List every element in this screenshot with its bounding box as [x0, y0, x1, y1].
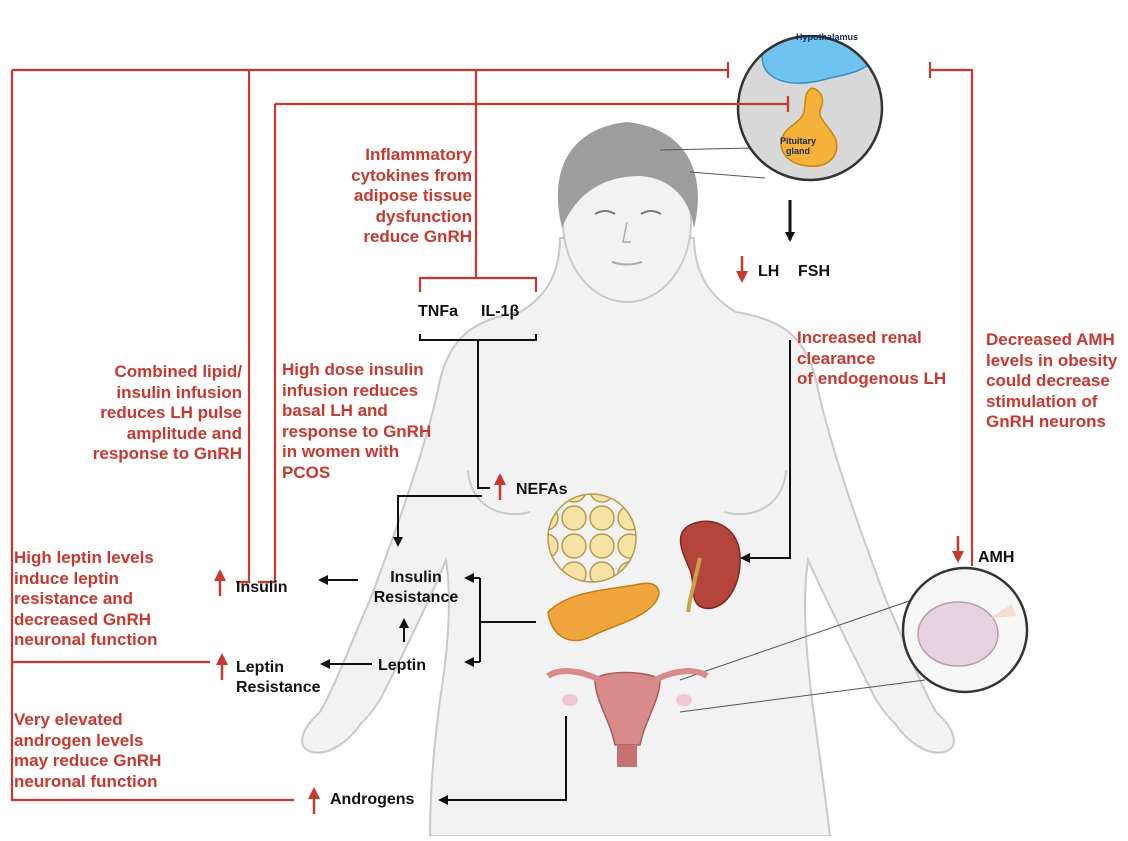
il1b-label: IL-1β — [481, 302, 519, 322]
ovary-detail — [918, 602, 998, 666]
brain-zoom — [660, 33, 890, 180]
amh-line — [930, 70, 972, 548]
leptin-resistance-label: Leptin Resistance — [236, 658, 321, 698]
lipid-insulin-note: Combined lipid/ insulin infusion reduces… — [60, 362, 242, 465]
insulin-resistance-label: Insulin Resistance — [366, 568, 466, 608]
lh-label: LH — [758, 262, 779, 282]
leptin-label: Leptin — [378, 656, 426, 676]
amh-label: AMH — [978, 548, 1014, 568]
amh-note: Decreased AMH levels in obesity could de… — [986, 330, 1126, 433]
fsh-label: FSH — [798, 262, 830, 282]
adipose-tissue — [548, 494, 636, 582]
insulin-dose-line — [258, 104, 275, 582]
nefas-label: NEFAs — [516, 480, 568, 500]
pituitary-label: Pituitary gland — [768, 136, 828, 156]
hypothalamus-label: Hypothalamus — [782, 32, 872, 42]
leptin-note: High leptin levels induce leptin resista… — [14, 548, 204, 651]
androgen-note: Very elevated androgen levels may reduce… — [14, 710, 204, 792]
cytokines-note: Inflammatory cytokines from adipose tiss… — [290, 145, 472, 248]
androgens-label: Androgens — [330, 790, 414, 810]
insulin-dose-note: High dose insulin infusion reduces basal… — [282, 360, 462, 483]
tnfa-label: TNFa — [418, 302, 458, 322]
insulin-lipid-line — [236, 70, 249, 582]
renal-note: Increased renal clearance of endogenous … — [797, 328, 967, 390]
insulin-label: Insulin — [236, 578, 288, 598]
cytokine-bracket — [420, 278, 536, 292]
